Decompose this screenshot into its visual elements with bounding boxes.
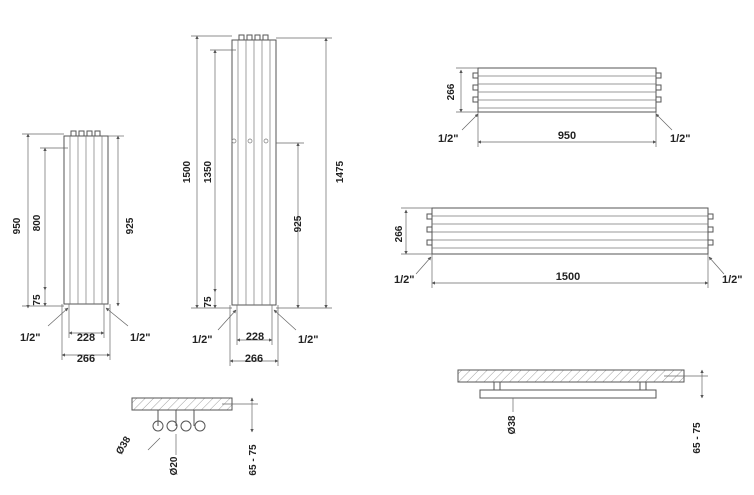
small-horizontal-inlet-left: 1/2" — [438, 133, 459, 145]
side-right-wall-gap: 65 - 75 — [692, 422, 703, 454]
large-horizontal-inlet-left: 1/2" — [394, 274, 415, 286]
side-view-right: Ø38 65 - 75 — [457, 369, 708, 454]
small-vertical-outer-width: 266 — [77, 353, 95, 365]
large-horizontal-radiator: 266 1500 1/2" 1/2" — [394, 207, 743, 288]
large-vertical-radiator: 1500 1350 1475 925 75 1/2" 1/2" 228 266 — [182, 34, 346, 366]
large-vertical-right-inner: 925 — [293, 215, 304, 232]
small-vertical-inner-height: 800 — [32, 214, 43, 231]
large-vertical-inner-width: 228 — [246, 331, 264, 343]
large-horizontal-inlet-right: 1/2" — [722, 274, 743, 286]
small-horizontal-radiator: 266 950 1/2" 1/2" — [438, 67, 691, 147]
side-right-tube-diameter: Ø38 — [507, 415, 518, 434]
side-left-wall-gap: 65 - 75 — [248, 444, 259, 476]
small-vertical-inlet-right: 1/2" — [130, 332, 151, 344]
small-vertical-inlet-left: 1/2" — [20, 332, 41, 344]
small-vertical-bottom-offset: 75 — [32, 294, 43, 306]
small-vertical-right-height: 925 — [125, 217, 136, 234]
large-vertical-bottom-offset: 75 — [203, 296, 214, 308]
large-vertical-inner-height: 1350 — [203, 160, 214, 183]
small-vertical-inner-width: 228 — [77, 332, 95, 344]
side-left-pipe-diameter: Ø20 — [169, 456, 180, 475]
small-horizontal-inlet-right: 1/2" — [670, 133, 691, 145]
large-vertical-outer-width: 266 — [245, 353, 263, 365]
large-horizontal-width: 1500 — [556, 271, 580, 283]
small-horizontal-width: 950 — [558, 130, 576, 142]
large-vertical-right-height: 1475 — [335, 160, 346, 183]
side-view-left: Ø38 Ø20 65 - 75 — [114, 397, 259, 476]
small-vertical-radiator: 950 800 925 75 1/2" 1/2" 228 266 — [12, 130, 151, 365]
side-left-tube-diameter: Ø38 — [114, 434, 133, 456]
large-vertical-inlet-left: 1/2" — [192, 334, 213, 346]
large-vertical-height: 1500 — [182, 160, 193, 183]
small-vertical-height: 950 — [12, 217, 23, 234]
small-horizontal-height: 266 — [446, 83, 457, 100]
large-vertical-inlet-right: 1/2" — [298, 334, 319, 346]
large-horizontal-height: 266 — [394, 225, 405, 242]
